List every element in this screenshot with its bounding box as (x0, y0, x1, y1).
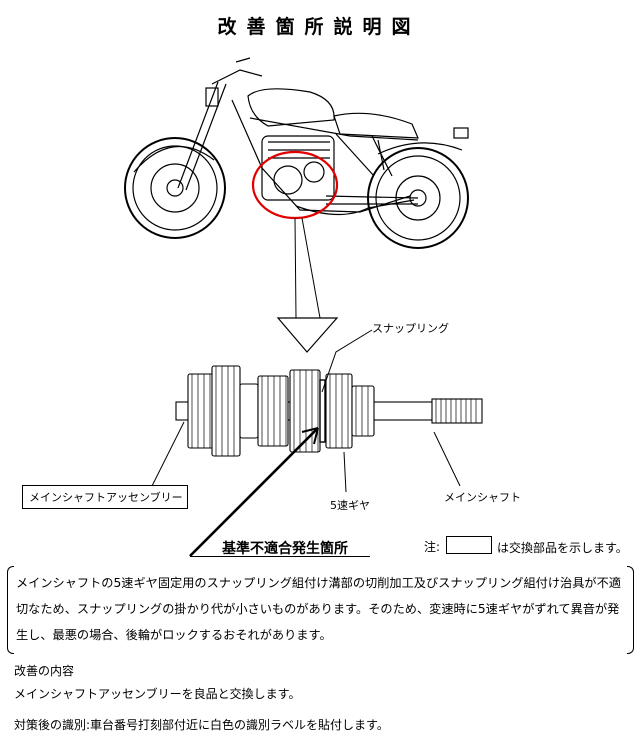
replacement-part-legend-box (446, 536, 492, 554)
nonconformity-title: 基準不適合発生箇所 (222, 541, 348, 557)
description-bracket-right (627, 566, 634, 654)
leader-line-right (301, 217, 321, 319)
identification-text: 対策後の識別:車台番号打刻部付近に白色の識別ラベルを貼付します。 (14, 718, 389, 732)
snap-ring-leader (321, 329, 373, 393)
down-arrow-icon (276, 317, 339, 353)
highlight-circle (251, 150, 339, 220)
note-suffix: は交換部品を示します。 (497, 541, 628, 555)
main-shaft-assembly-illustration (175, 365, 483, 457)
improvement-heading: 改善の内容 (14, 664, 75, 678)
description-bracket-left (7, 566, 14, 654)
nonconformity-pointer (189, 427, 319, 557)
fifth-gear-leader (343, 451, 347, 493)
page-title: 改善箇所説明図 (217, 16, 421, 38)
main-shaft-assembly-label: メインシャフトアッセンブリー (22, 485, 188, 509)
defect-description: メインシャフトの5速ギヤ固定用のスナップリング組付け溝部の切削加工及びスナップリ… (16, 576, 621, 642)
main-shaft-label: メインシャフト (444, 491, 521, 504)
nonconformity-underline (190, 556, 370, 557)
snap-ring-label: スナップリング (372, 322, 449, 335)
assembly-leader (151, 421, 185, 487)
improvement-body: メインシャフトアッセンブリーを良品と交換します。 (14, 687, 301, 701)
main-shaft-leader (433, 431, 461, 487)
leader-line-left (294, 217, 297, 319)
motorcycle-illustration (124, 57, 469, 249)
fifth-gear-label: 5速ギヤ (330, 499, 370, 512)
note-prefix: 注: (424, 540, 441, 554)
